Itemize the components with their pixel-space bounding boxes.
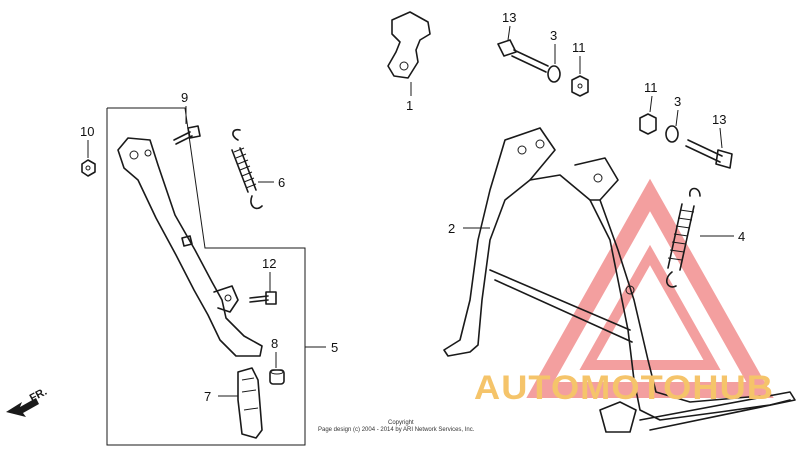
callout-3-upper: 3 (550, 28, 557, 43)
copyright-line-1: Copyright (388, 420, 414, 426)
copyright-line-2: Page design (c) 2004 - 2014 by ARI Netwo… (318, 427, 475, 433)
washer-3-lower (665, 125, 679, 143)
callout-6: 6 (278, 175, 285, 190)
spring-6 (231, 128, 263, 210)
callout-8: 8 (271, 336, 278, 351)
kickstand-arm (117, 137, 263, 357)
callout-11-upper: 11 (572, 40, 586, 55)
callout-13-lower: 13 (712, 112, 726, 127)
main-stand (443, 127, 796, 433)
callout-12: 12 (262, 256, 276, 271)
front-direction-label: FR. (28, 386, 49, 405)
callout-7: 7 (204, 389, 211, 404)
bolt-9 (173, 125, 201, 145)
callout-2: 2 (448, 221, 455, 236)
spring-4 (665, 187, 701, 288)
callout-9: 9 (181, 90, 188, 105)
callout-4: 4 (738, 229, 745, 244)
callout-11-lower: 11 (644, 80, 658, 95)
bolt-12 (249, 291, 277, 305)
bolt-13-lower (685, 139, 733, 169)
front-direction-arrow: FR. (6, 386, 49, 417)
nut-11-upper (571, 75, 589, 97)
callout-5: 5 (331, 340, 338, 355)
watermark-logo (526, 178, 774, 398)
collar-8 (269, 369, 285, 385)
bolt-13-upper (497, 39, 549, 73)
watermark-text: AUTOMOTOHUB (474, 369, 774, 407)
nut-11-lower (639, 113, 657, 135)
callout-13-upper: 13 (502, 10, 516, 25)
callout-1: 1 (406, 98, 413, 113)
bracket-1 (387, 11, 431, 79)
leader-lines (87, 25, 734, 397)
kickstand-assembly-outline (106, 107, 306, 446)
washer-3-upper (547, 65, 561, 83)
callout-3-lower: 3 (674, 94, 681, 109)
nut-10 (81, 159, 96, 177)
callout-10: 10 (80, 124, 94, 139)
rubber-7 (237, 367, 263, 439)
